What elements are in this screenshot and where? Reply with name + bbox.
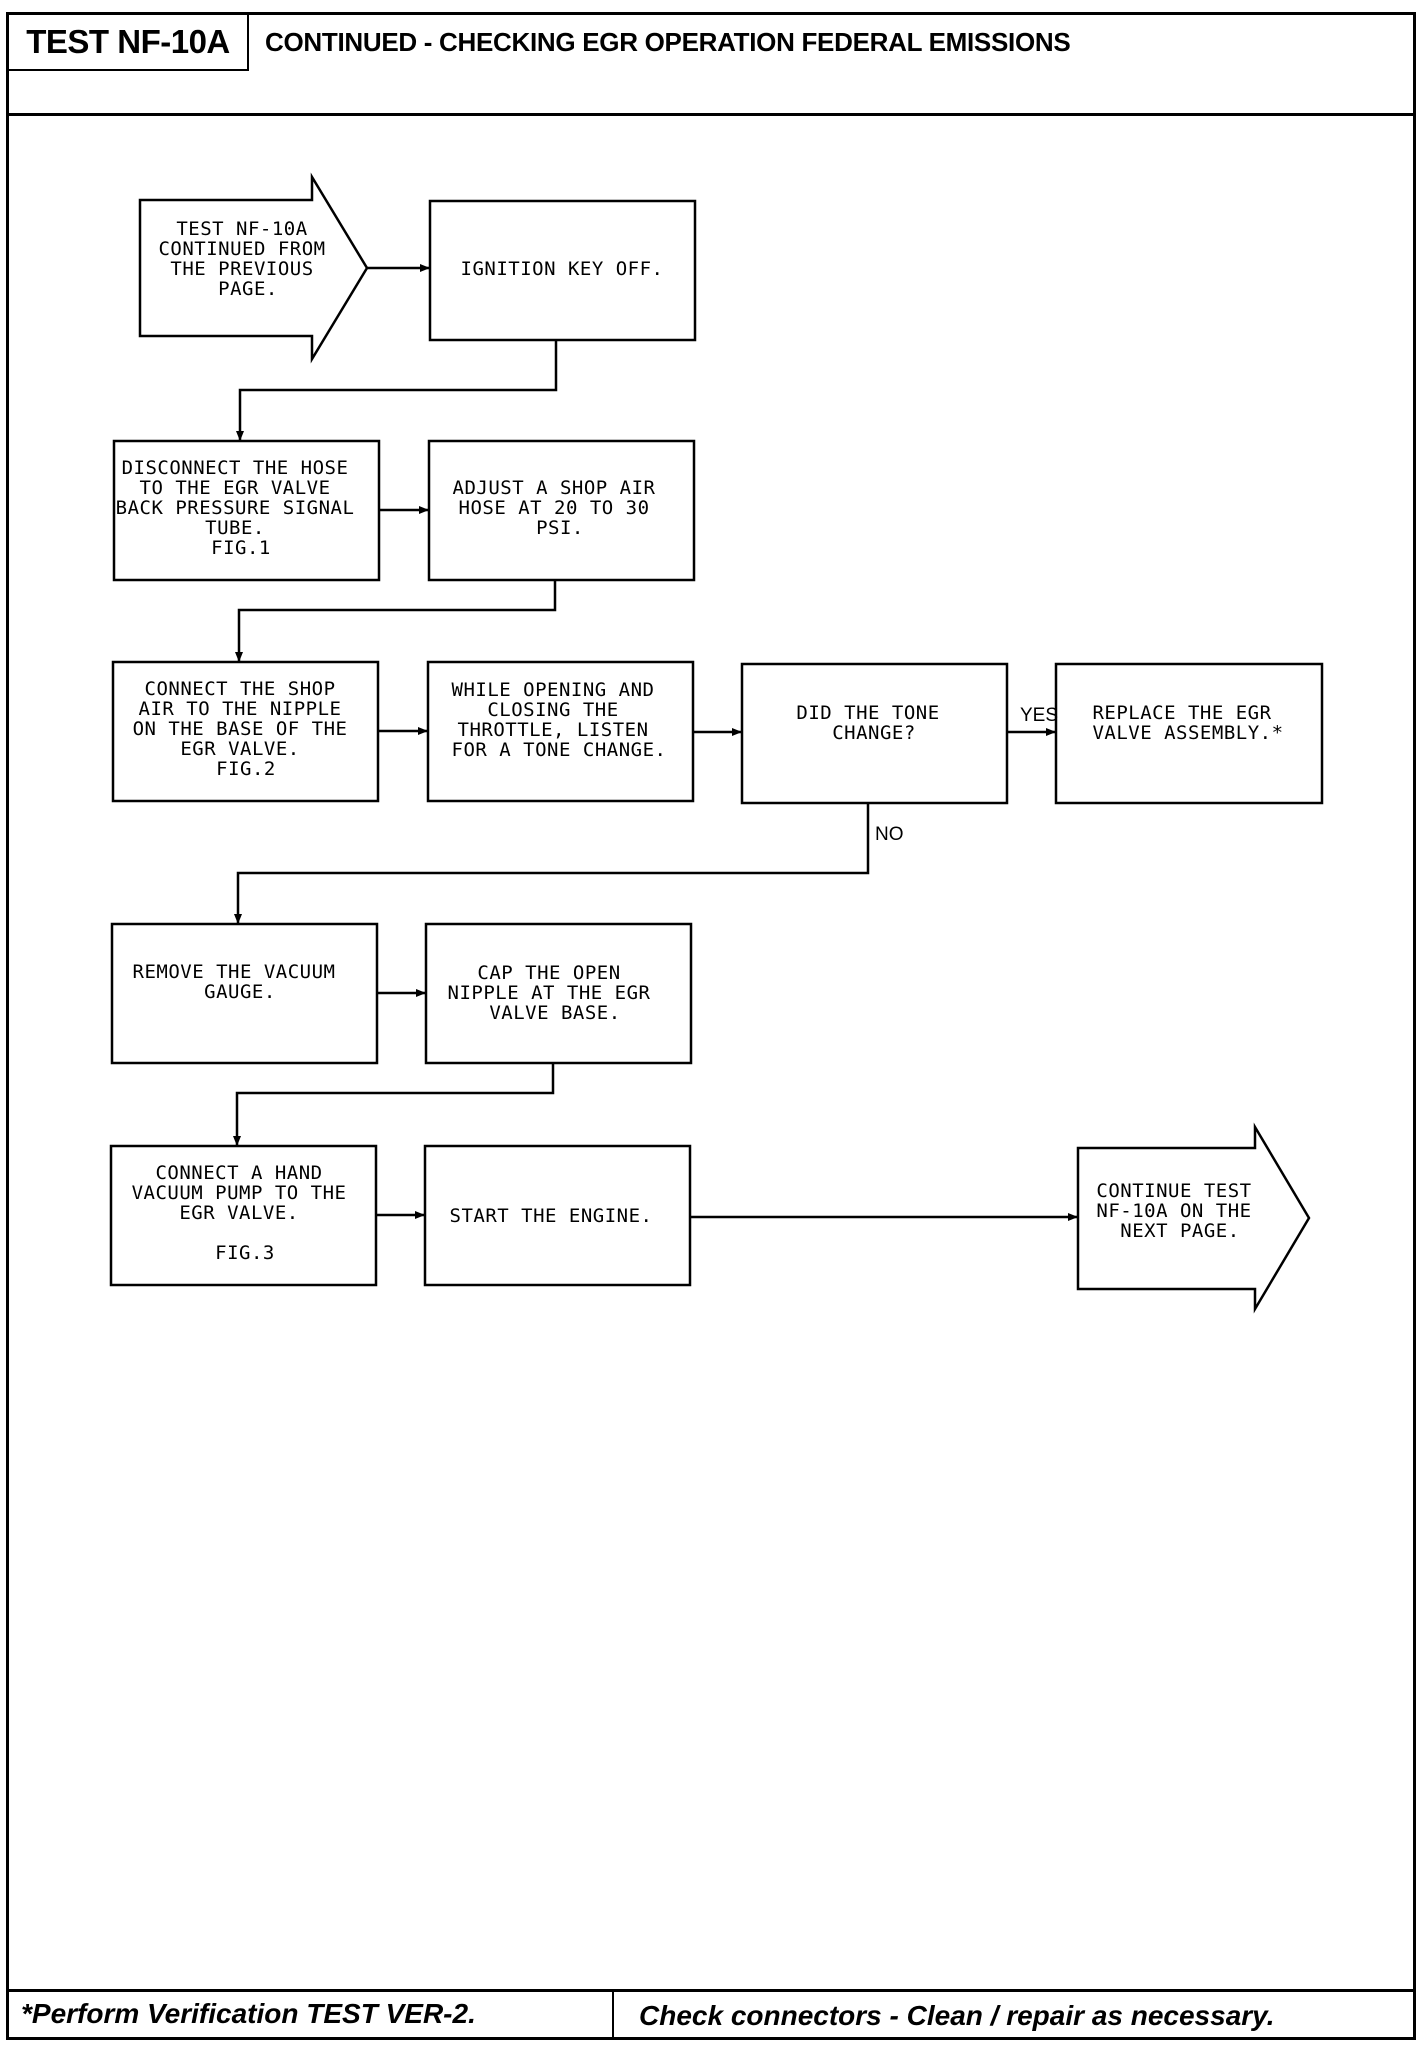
page-footer: *Perform Verification TEST VER-2. Check … bbox=[9, 1989, 1413, 2037]
continue-arrow-shape bbox=[1076, 1122, 1311, 1314]
tone-decision-box bbox=[740, 662, 1009, 805]
no-label: NO bbox=[875, 824, 904, 845]
throttle-text: WHILE OPENING AND CLOSING THE THROTTLE, … bbox=[452, 679, 667, 761]
start-arrow-text: TEST NF-10A CONTINUED FROM THE PREVIOUS … bbox=[158, 218, 337, 300]
replace-valve-box bbox=[1054, 662, 1324, 805]
adjust-air-text: ADJUST A SHOP AIR HOSE AT 20 TO 30 PSI. bbox=[453, 477, 668, 539]
connect-shop-air-text: CONNECT THE SHOP AIR TO THE NIPPLE ON TH… bbox=[133, 678, 360, 780]
connector-ignition-to-disconnect bbox=[236, 340, 558, 441]
verification-note: *Perform Verification TEST VER-2. bbox=[21, 1998, 476, 2029]
connector-adjust-to-connect-air bbox=[235, 580, 557, 662]
tone-decision-text: DID THE TONE CHANGE? bbox=[796, 702, 951, 744]
footer-divider bbox=[612, 1992, 614, 2037]
connector-no bbox=[234, 803, 870, 924]
ignition-off-box bbox=[428, 199, 697, 342]
connect-pump-text: CONNECT A HAND VACUUM PUMP TO THE EGR VA… bbox=[132, 1162, 359, 1264]
replace-valve-text: REPLACE THE EGR VALVE ASSEMBLY.* bbox=[1092, 702, 1283, 744]
ignition-off-text: IGNITION KEY OFF. bbox=[461, 258, 664, 280]
remove-gauge-text: REMOVE THE VACUUM GAUGE. bbox=[133, 961, 348, 1003]
connector-cap-to-pump bbox=[233, 1063, 555, 1146]
page-header: TEST NF-10A CONTINUED - CHECKING EGR OPE… bbox=[9, 15, 1413, 116]
page-title: CONTINUED - CHECKING EGR OPERATION FEDER… bbox=[265, 27, 1071, 57]
cap-nipple-box bbox=[424, 922, 693, 1065]
test-id-label: TEST NF-10A bbox=[9, 15, 249, 71]
start-engine-box bbox=[423, 1144, 692, 1287]
yes-label: YES bbox=[1020, 705, 1058, 726]
cap-nipple-text: CAP THE OPEN NIPPLE AT THE EGR VALVE BAS… bbox=[448, 962, 663, 1024]
connector-note: Check connectors - Clean / repair as nec… bbox=[639, 2000, 1275, 2031]
flowchart: TEST NF-10A CONTINUED FROM THE PREVIOUS … bbox=[109, 172, 1324, 1314]
manual-page: TEST NF-10A CONTINUED - CHECKING EGR OPE… bbox=[6, 12, 1416, 2040]
adjust-air-box bbox=[427, 439, 696, 582]
disconnect-hose-text: DISCONNECT THE HOSE TO THE EGR VALVE BAC… bbox=[116, 457, 367, 559]
start-arrow-shape bbox=[138, 172, 369, 364]
start-engine-text: START THE ENGINE. bbox=[450, 1205, 653, 1227]
continue-arrow-text: CONTINUE TEST NF-10A ON THE NEXT PAGE. bbox=[1096, 1180, 1263, 1242]
